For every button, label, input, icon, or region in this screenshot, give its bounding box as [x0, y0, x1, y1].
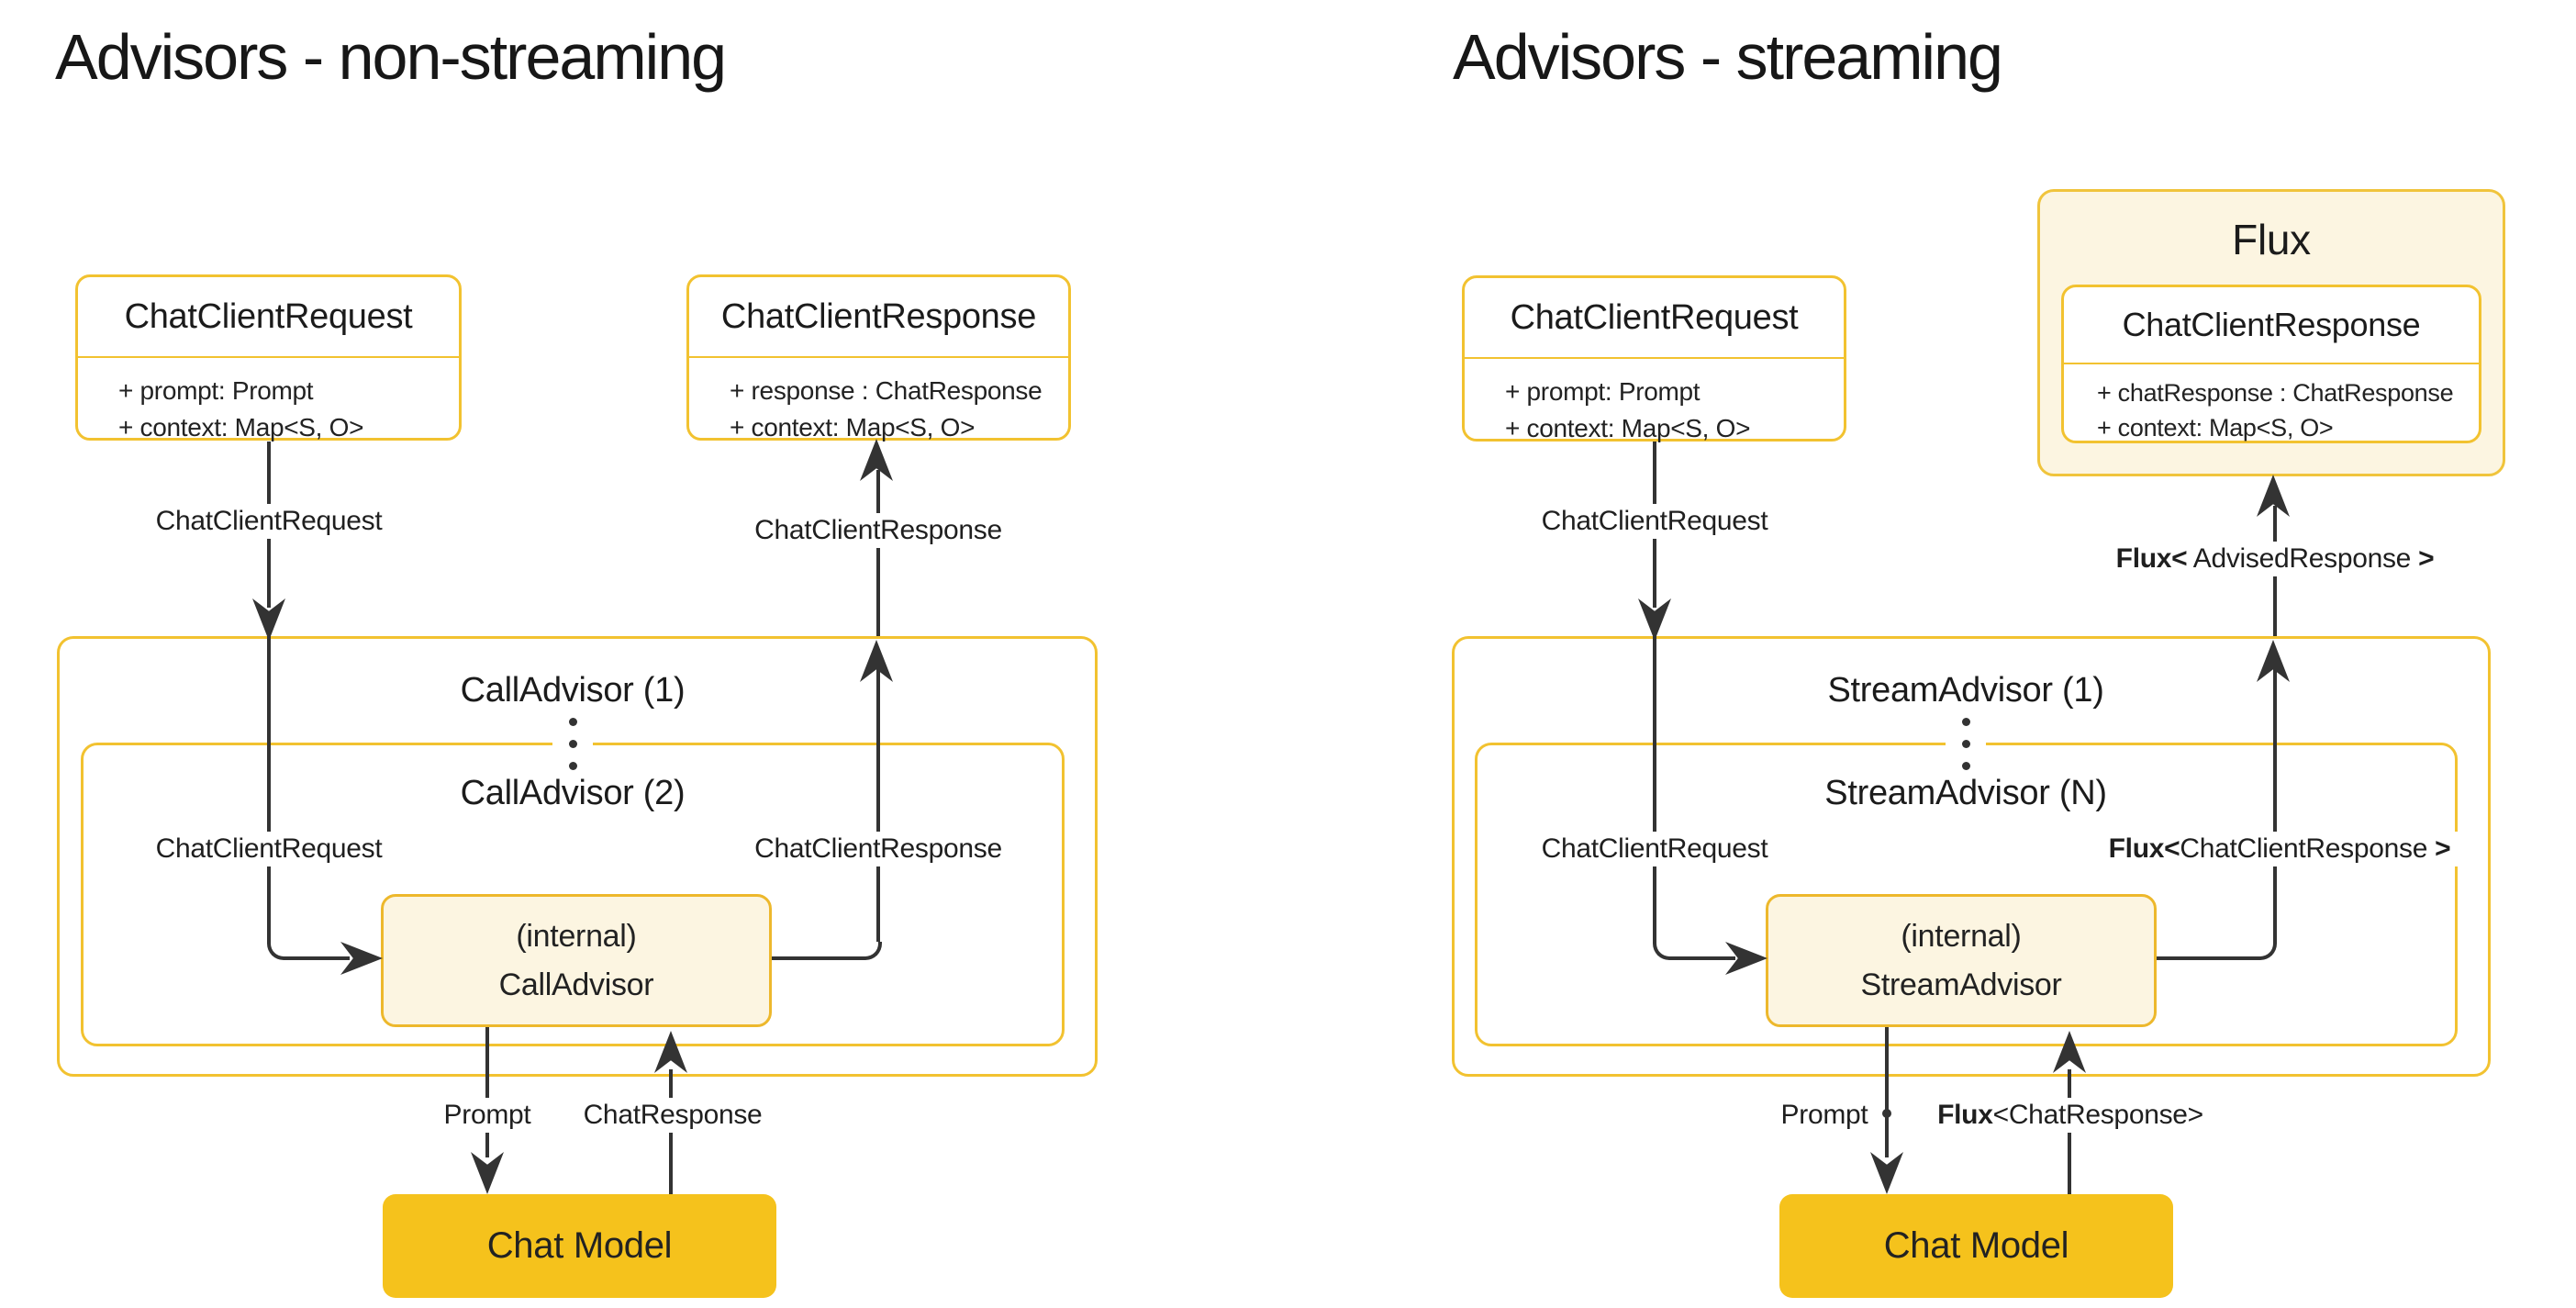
edge-label-request-inner: ChatClientRequest [144, 832, 394, 866]
chat-client-request-title: ChatClientRequest [78, 277, 459, 358]
chat-client-response-title: ChatClientResponse [689, 277, 1068, 358]
call-advisor-outer-box [57, 636, 1098, 1077]
edge-elbow [1653, 942, 1691, 960]
flux-title: Flux [2232, 216, 2311, 263]
stream-advisor-1-label: StreamAdvisor (1) [1827, 671, 2104, 710]
internal-label-line2: StreamAdvisor [1860, 967, 2062, 1002]
internal-stream-advisor-node: (internal) StreamAdvisor [1766, 894, 2157, 1027]
chat-client-response-fields: + response : ChatResponse + context: Map… [689, 358, 1068, 446]
label-bold-part: > [2435, 833, 2451, 864]
edge-label-request-inner: ChatClientRequest [1530, 832, 1779, 866]
edge-label-prompt: Prompt [1769, 1098, 1879, 1133]
ellipsis-dot [1962, 762, 1970, 770]
ellipsis-dot [1962, 740, 1970, 748]
edge-line [2157, 956, 2242, 960]
field-context: + context: Map<S, O> [2097, 414, 2334, 442]
internal-label-line1: (internal) [516, 918, 637, 954]
edge-line [876, 470, 880, 636]
field-chat-response: + chatResponse : ChatResponse [2097, 379, 2454, 407]
edge-elbow [2240, 942, 2277, 960]
field-response: + response : ChatResponse [730, 376, 1043, 405]
edge-line [1885, 1027, 1889, 1157]
stream-advisor-n-label: StreamAdvisor (N) [1824, 774, 2107, 812]
field-context: + context: Map<S, O> [118, 412, 364, 442]
chat-client-request-box: ChatClientRequest + prompt: Prompt + con… [75, 274, 462, 442]
edge-label-flux-advised-response: Flux< AdvisedResponse > [2104, 542, 2446, 576]
label-bold-part: Flux< [2115, 543, 2188, 574]
label-part: ChatClientResponse [2180, 833, 2436, 864]
ellipsis-dot [569, 740, 577, 748]
call-advisor-2-label: CallAdvisor (2) [460, 774, 686, 812]
edge-label-request-top: ChatClientRequest [1530, 504, 1779, 539]
edge-line [1653, 636, 1656, 942]
edge-label-chat-response: ChatResponse [572, 1098, 774, 1133]
label-bold-part: > [2418, 543, 2435, 574]
edge-label-flux-chat-response: Flux<ChatResponse> [1926, 1098, 2214, 1133]
edge-label-request-top: ChatClientRequest [144, 504, 394, 539]
edge-line [2273, 667, 2277, 942]
edge-label-response-inner: ChatClientResponse [743, 832, 1013, 866]
field-prompt: + prompt: Prompt [118, 376, 314, 405]
chat-client-request-title: ChatClientRequest [1465, 278, 1844, 359]
field-prompt: + prompt: Prompt [1505, 377, 1701, 406]
edge-line [772, 956, 851, 960]
chat-client-response-title: ChatClientResponse [2064, 287, 2479, 364]
label-part: AdvisedResponse [2187, 543, 2419, 574]
chat-model-node: Chat Model [1779, 1194, 2173, 1298]
edge-anchor-dot [1882, 1109, 1891, 1118]
diagram-title-non-streaming: Advisors - non-streaming [55, 21, 727, 93]
internal-label-line2: CallAdvisor [498, 967, 654, 1002]
internal-call-advisor-node: (internal) CallAdvisor [381, 894, 772, 1027]
internal-label-line1: (internal) [1901, 918, 2022, 954]
edge-line [1689, 956, 1735, 960]
edge-elbow [267, 942, 306, 960]
ellipsis-dot [569, 718, 577, 726]
chat-model-node: Chat Model [383, 1194, 776, 1298]
label-part: <ChatResponse> [1992, 1100, 2204, 1130]
edge-label-prompt: Prompt [432, 1098, 542, 1133]
ellipsis-dot [569, 762, 577, 770]
edge-label-flux-chat-client-response: Flux<ChatClientResponse > [2097, 832, 2462, 866]
edge-label-response-top: ChatClientResponse [743, 513, 1013, 548]
stream-advisor-outer-box [1452, 636, 2491, 1077]
edge-line [304, 956, 350, 960]
field-context: + context: Map<S, O> [730, 412, 976, 442]
edge-elbow [845, 942, 882, 960]
chat-client-response-box: ChatClientResponse + response : ChatResp… [686, 274, 1071, 442]
chat-client-request-fields: + prompt: Prompt + context: Map<S, O> [1465, 359, 1844, 447]
label-bold-part: Flux< [2108, 833, 2180, 864]
diagram-title-streaming: Advisors - streaming [1453, 21, 2003, 93]
arrowhead-down-icon [1870, 1152, 1903, 1194]
ellipsis-dot [1962, 718, 1970, 726]
chat-client-request-fields: + prompt: Prompt + context: Map<S, O> [78, 358, 459, 446]
chat-client-request-box: ChatClientRequest + prompt: Prompt + con… [1462, 275, 1846, 442]
edge-line [876, 667, 880, 942]
field-context: + context: Map<S, O> [1505, 413, 1751, 442]
edge-line [267, 636, 271, 942]
arrowhead-down-icon [471, 1152, 504, 1194]
label-bold-part: Flux [1937, 1100, 1993, 1130]
flux-chat-client-response-box: ChatClientResponse + chatResponse : Chat… [2061, 285, 2481, 443]
edge-line [485, 1027, 489, 1157]
call-advisor-1-label: CallAdvisor (1) [460, 671, 686, 710]
